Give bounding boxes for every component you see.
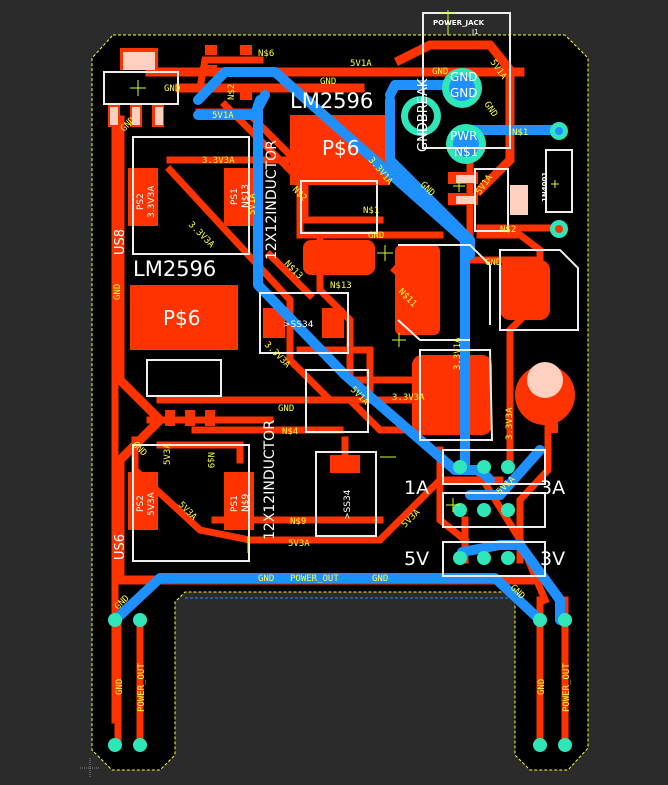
jack-n1-label: N$1: [454, 145, 478, 159]
net-label: 5V1A: [350, 59, 372, 69]
ps1-top-label: PS1: [230, 188, 240, 205]
ps2-bottom-net: 5V3A: [147, 491, 157, 516]
inductor-bottom-label: 12X12INDUCTOR: [262, 420, 278, 540]
net-label: GND: [485, 258, 501, 268]
net-label: N$13: [330, 281, 352, 291]
net-label: GND: [320, 77, 336, 87]
net-label: N$2: [227, 84, 237, 100]
cursor-crosshair-icon: [80, 758, 100, 778]
us8-label: US8: [113, 229, 128, 255]
net-label: GND: [164, 84, 180, 94]
top-copper-pads: [108, 45, 575, 530]
net-label: POWER_OUT: [562, 663, 572, 712]
pad-label-left: P$6: [163, 306, 201, 330]
net-label: N$9: [290, 517, 306, 527]
j1-label: J1: [471, 28, 479, 36]
through-holes: [108, 68, 572, 752]
net-label: POWER_OUT: [290, 574, 339, 584]
net-label: 5V1A: [248, 193, 258, 215]
net-label: GND: [113, 284, 123, 300]
net-label: GND: [537, 679, 547, 695]
header-5v-label: 5V: [404, 548, 429, 570]
origin-markers: [130, 10, 559, 553]
net-label: GND: [368, 231, 384, 241]
net-label: N$1: [512, 128, 528, 138]
net-label: 5V3A: [163, 443, 173, 465]
net-label: 5V1A: [212, 111, 234, 121]
component-labels: LM2596 LM2596 P$6 P$6 US8 US6 12X12INDUC…: [113, 19, 549, 560]
net-label: N$1: [363, 206, 379, 216]
silkscreen-outlines: [103, 12, 579, 577]
net-label: N$4: [282, 427, 298, 437]
net-label: N$9: [205, 452, 215, 468]
diode-right-label: 1N4001: [541, 172, 549, 202]
net-label: 5V3A: [288, 539, 310, 549]
ps1-top-net: N$13: [241, 184, 251, 208]
header-labels: 1A 3A 5V 3V: [404, 477, 565, 570]
net-label: GND: [372, 574, 388, 584]
pad-label-top: P$6: [322, 136, 360, 160]
jack-pwr-label: PWR: [450, 129, 477, 143]
ps2-top-label: PS2: [136, 193, 146, 210]
net-label: 3.3V3A: [392, 393, 425, 403]
net-label: 3.3V3A: [202, 156, 235, 166]
ps2-top-net: 3.3V3A: [147, 185, 157, 218]
header-3v-label: 3V: [540, 548, 565, 570]
us6-label: US6: [113, 534, 128, 560]
header-3a-label: 3A: [540, 477, 565, 499]
ps2-bottom-label: PS2: [136, 495, 146, 512]
inductor-top-label: 12X12INDUCTOR: [264, 140, 280, 260]
net-label: GND: [432, 67, 448, 77]
jack-gnd-label-1: GND: [450, 70, 478, 84]
bottom-copper-traces: [110, 67, 565, 625]
net-label: GND: [278, 404, 294, 414]
ps1-bottom-net: N$9: [241, 494, 251, 512]
net-label: N$6: [258, 49, 274, 59]
net-label: 3.3V3A: [505, 407, 515, 440]
lm2596-top-label: LM2596: [290, 89, 373, 113]
ps1-bottom-label: PS1: [230, 495, 240, 512]
net-label: N$2: [500, 225, 516, 235]
gndbreak-label: GNDBREAK: [416, 78, 431, 152]
power-jack-label: POWER_JACK: [433, 19, 485, 27]
net-label: GND: [258, 574, 274, 584]
net-label: 3.3V1A: [453, 337, 463, 370]
header-pins: [453, 460, 515, 565]
net-label: GND: [115, 679, 125, 695]
ss34-top-label: >SS34: [283, 320, 314, 330]
net-label: POWER_OUT: [137, 663, 147, 712]
header-1a-label: 1A: [404, 477, 429, 499]
ss34-bottom-label: >SS34: [343, 489, 353, 520]
jack-gnd-label-2: GND: [450, 86, 478, 100]
lm2596-left-label: LM2596: [133, 257, 216, 281]
